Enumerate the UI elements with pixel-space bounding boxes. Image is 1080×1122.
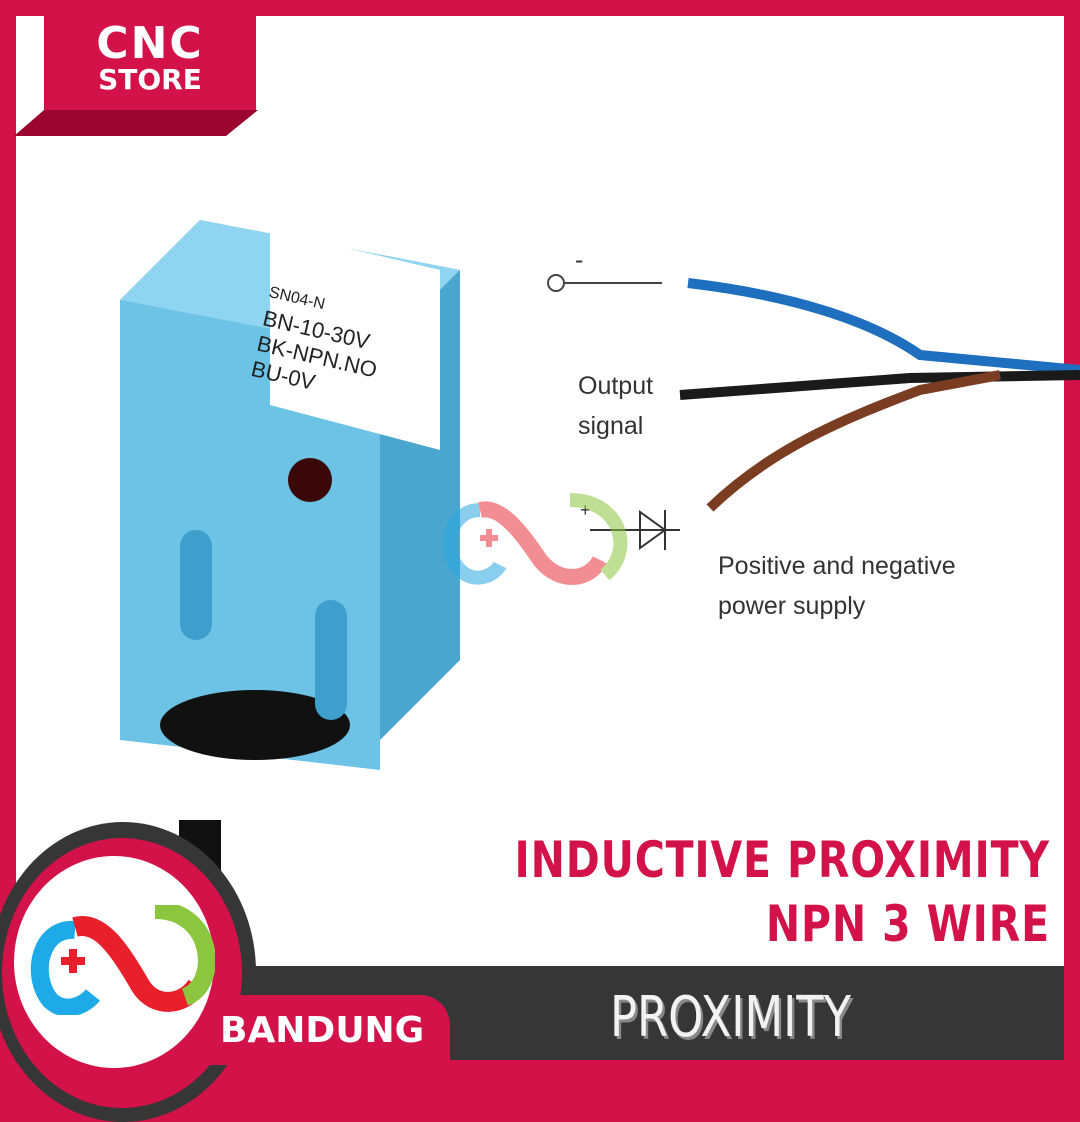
brand-banner [44, 16, 256, 110]
brand-line1: CNC [96, 18, 204, 69]
title-line2: NPN 3 WIRE [765, 895, 1050, 953]
diagram-plus: + [580, 500, 591, 520]
output-label-line2: signal [578, 412, 644, 440]
power-label-line2: power supply [718, 592, 866, 620]
output-label-line1: Output [578, 372, 654, 400]
category-label: PROXIMITY [610, 985, 852, 1050]
brand-logo: CNC STORE [44, 20, 256, 94]
power-supply-label: Positive and negative power supply [718, 546, 956, 626]
watermark-logo-icon [442, 493, 628, 585]
power-label-line1: Positive and negative [718, 552, 956, 580]
brand-banner-shadow [14, 110, 258, 136]
wiring-diagram [547, 274, 1080, 550]
output-signal-label: Output signal [578, 366, 653, 446]
location-tab [200, 995, 450, 1065]
brand-line2: STORE [98, 63, 202, 96]
product-title: INDUCTIVE PROXIMITY NPN 3 WIRE [515, 828, 1050, 956]
diagram-minus: - [575, 246, 584, 274]
title-line1: INDUCTIVE PROXIMITY [514, 831, 1050, 889]
store-logo-icon [30, 905, 215, 1015]
sensor-illustration [120, 220, 460, 1040]
location-label: BANDUNG [220, 1010, 425, 1051]
